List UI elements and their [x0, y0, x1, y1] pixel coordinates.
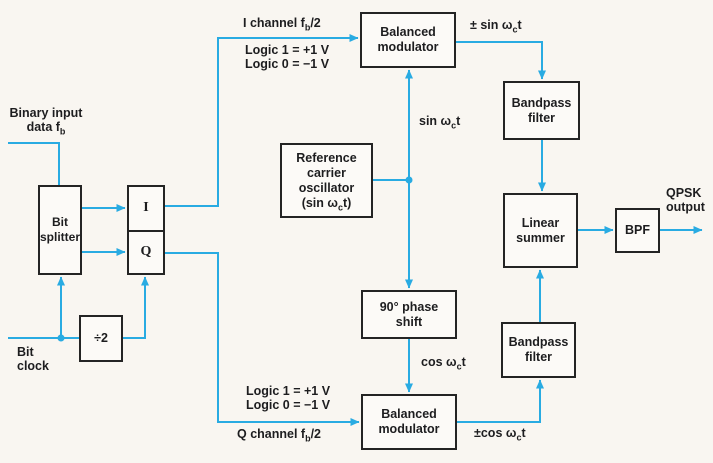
- balanced-modulator-bottom-box: Balanced modulator: [361, 394, 457, 450]
- phase-shift-box: 90° phase shift: [361, 290, 457, 339]
- i-channel-label: I channel fb/2: [243, 16, 321, 33]
- reference-carrier-oscillator-box: Reference carrier oscillator (sin ωct): [280, 143, 373, 218]
- plus-minus-sin-label: ± sin ωct: [470, 18, 522, 35]
- wire-i-channel: [165, 34, 359, 207]
- qpsk-output-label: QPSK output: [666, 186, 705, 215]
- bit-clock-label: Bit clock: [17, 345, 49, 374]
- i-logic1-label: Logic 1 = +1 V: [245, 43, 330, 57]
- wire-div2-to-q: [123, 276, 149, 339]
- bandpass-filter-top-box: Bandpass filter: [503, 81, 580, 140]
- junction-dot-clock: [57, 334, 65, 342]
- plus-minus-cos-label: ±cos ωct: [474, 426, 526, 443]
- bandpass-filter-bottom-box: Bandpass filter: [501, 322, 576, 378]
- cos-carrier-label: cos ωct: [421, 355, 466, 372]
- wire-bottom-modulator-to-bandpass: [457, 379, 544, 423]
- balanced-modulator-top-box: Balanced modulator: [360, 12, 456, 68]
- q-logic1-label: Logic 1 = +1 V: [246, 384, 331, 398]
- q-channel-box: Q: [127, 230, 165, 275]
- i-logic0-label: Logic 0 = −1 V: [245, 57, 330, 71]
- binary-input-label: Binary input data fb: [9, 106, 83, 137]
- wire-binary-input-to-bit-splitter: [8, 142, 60, 185]
- junction-dot-carrier: [405, 176, 413, 184]
- i-channel-box: I: [127, 185, 165, 232]
- bit-splitter-box: Bit splitter: [38, 185, 82, 275]
- linear-summer-box: Linear summer: [503, 193, 578, 268]
- wire-top-modulator-to-bandpass: [455, 41, 546, 80]
- bpf-box: BPF: [615, 208, 660, 253]
- q-channel-label: Q channel fb/2: [237, 427, 322, 444]
- q-logic0-label: Logic 0 = −1 V: [246, 398, 331, 412]
- divide-by-2-box: ÷2: [79, 315, 123, 362]
- sin-carrier-label: sin ωct: [419, 114, 461, 131]
- wire-q-channel: [165, 252, 360, 426]
